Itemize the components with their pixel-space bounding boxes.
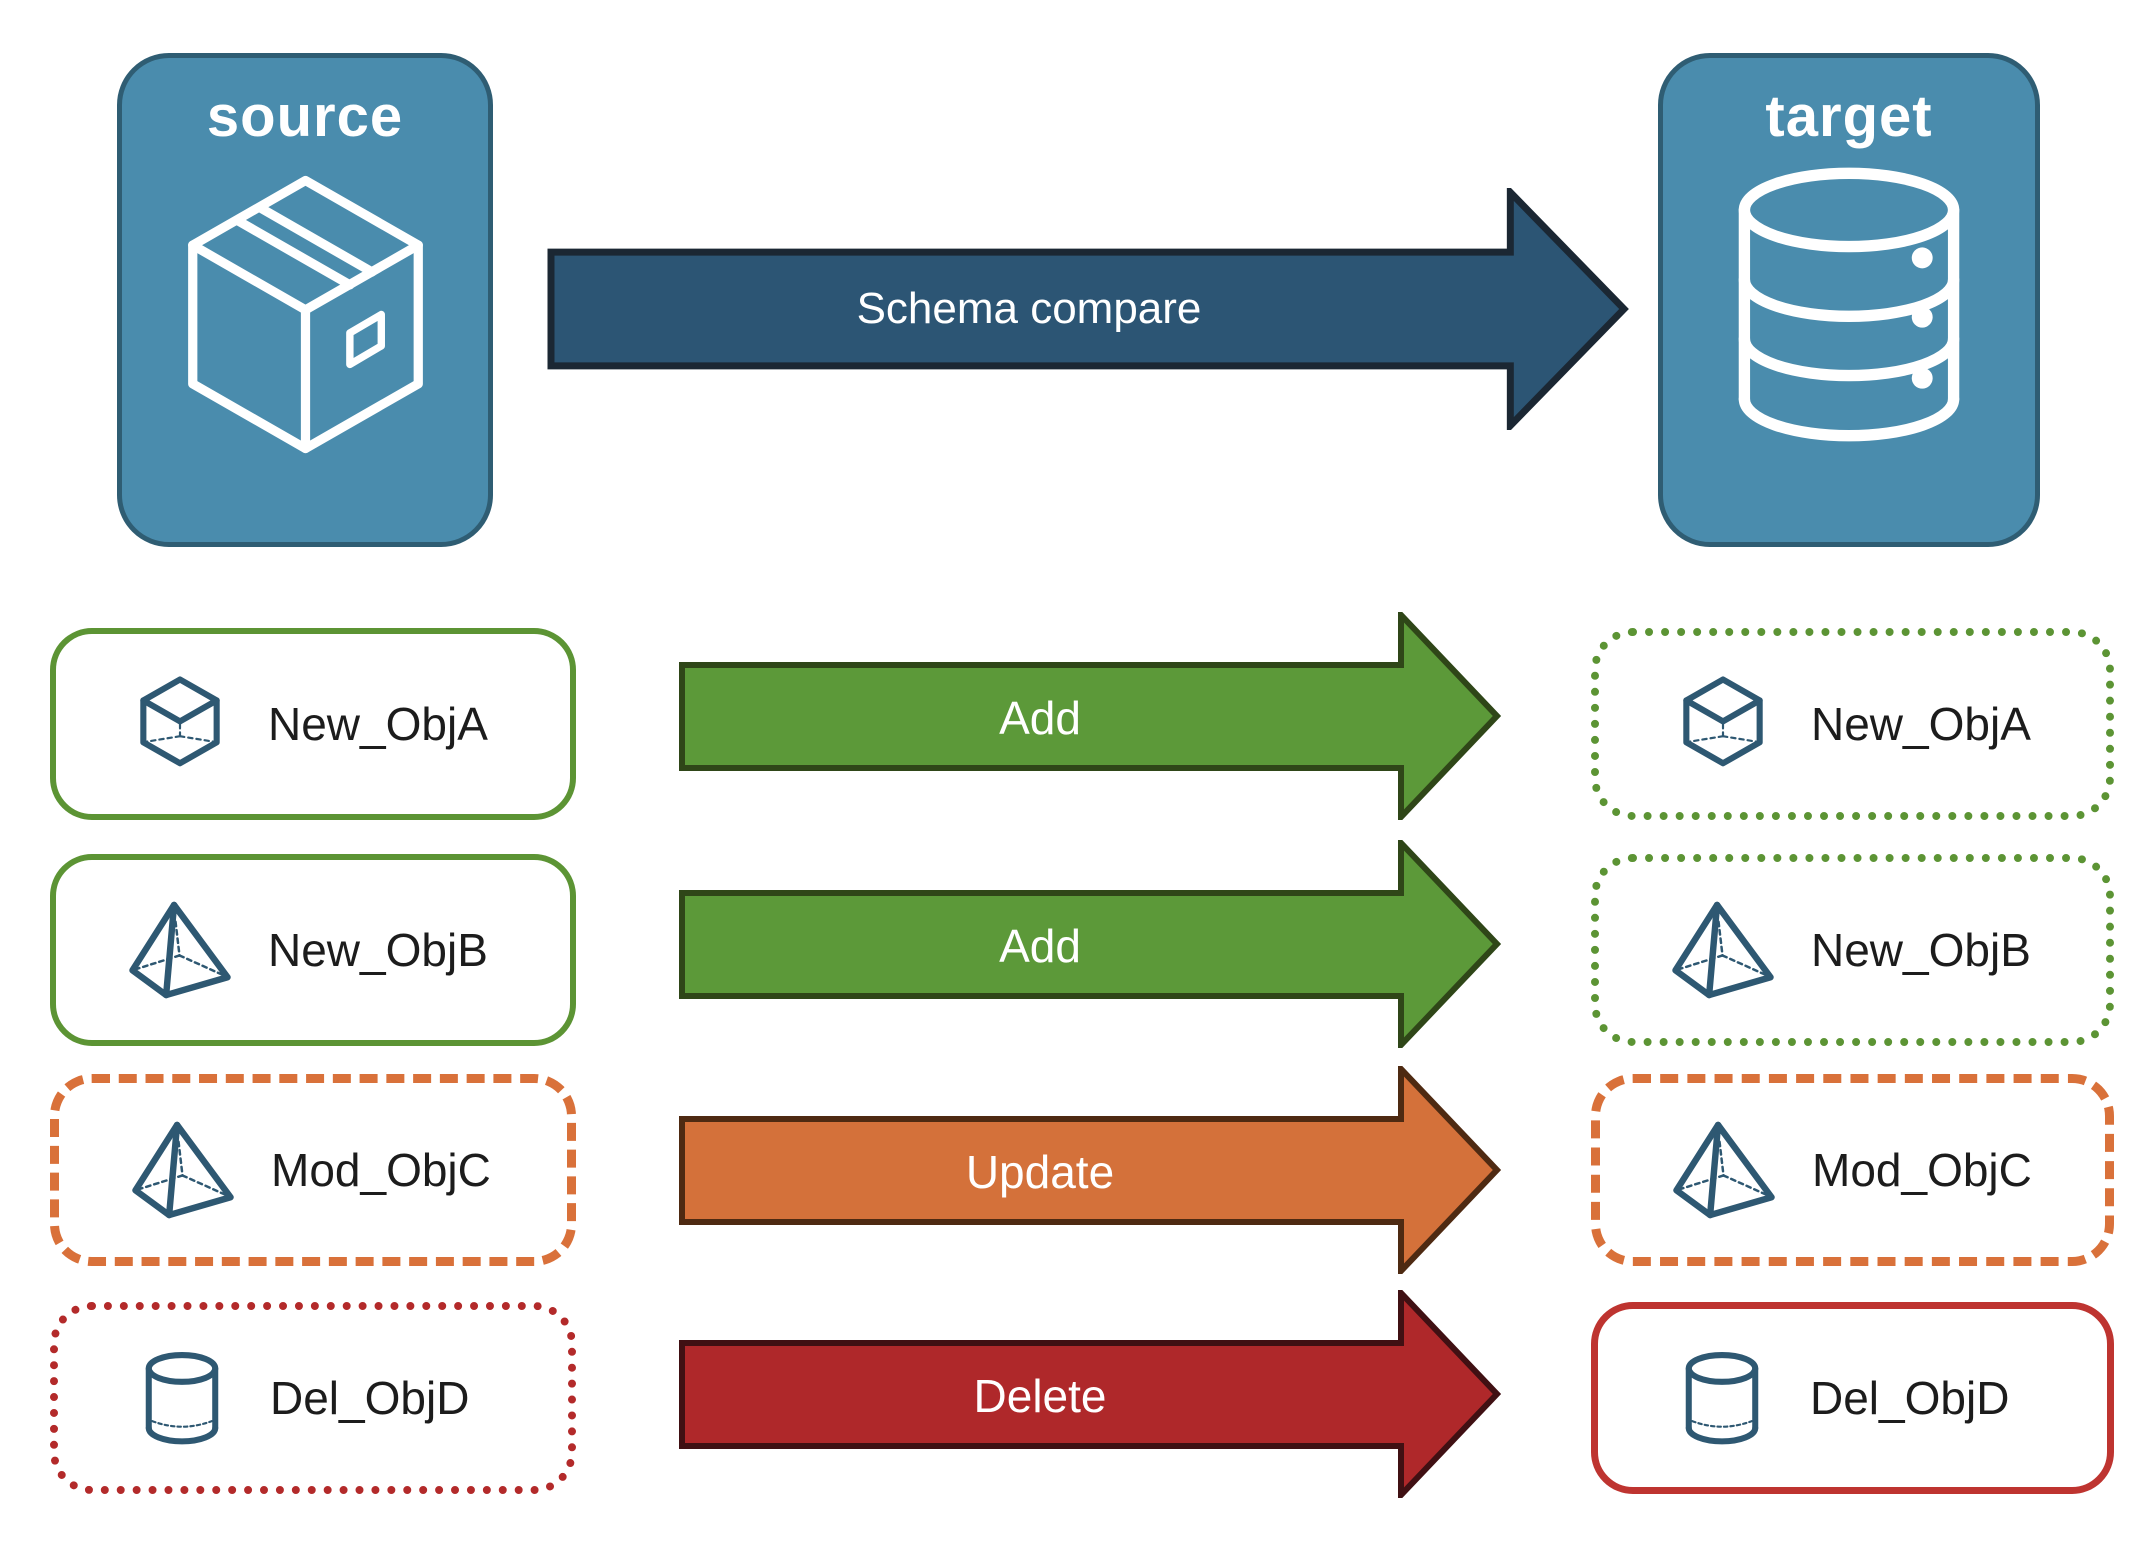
package-box-icon bbox=[187, 175, 423, 454]
source-panel-title: source bbox=[206, 84, 404, 149]
target-object-card: Mod_ObjC bbox=[1591, 1074, 2114, 1266]
object-label: Mod_ObjC bbox=[1812, 1144, 2032, 1196]
object-label: Mod_ObjC bbox=[271, 1144, 491, 1196]
schema-compare-label: Schema compare bbox=[856, 283, 1202, 333]
cube-icon bbox=[118, 671, 242, 777]
target-panel: target bbox=[1658, 53, 2040, 547]
schema-compare-arrow bbox=[547, 188, 1629, 430]
add-arrow-label: Add bbox=[999, 920, 1081, 972]
delete-arrow bbox=[679, 1290, 1501, 1498]
pyramid-icon bbox=[121, 1118, 245, 1222]
pyramid-icon bbox=[1661, 898, 1785, 1002]
object-label: New_ObjB bbox=[1811, 924, 2031, 976]
pyramid-icon bbox=[118, 898, 242, 1002]
cylinder-icon bbox=[1660, 1348, 1784, 1448]
target-object-card: New_ObjA bbox=[1591, 628, 2114, 820]
cube-icon bbox=[1661, 671, 1785, 777]
object-label: Del_ObjD bbox=[270, 1372, 470, 1424]
target-object-card: New_ObjB bbox=[1591, 854, 2114, 1046]
update-arrow bbox=[679, 1066, 1501, 1274]
add-arrow bbox=[679, 612, 1501, 820]
object-label: Del_ObjD bbox=[1810, 1372, 2010, 1424]
source-object-card: New_ObjA bbox=[50, 628, 576, 820]
delete-arrow-label: Delete bbox=[973, 1370, 1107, 1422]
object-label: New_ObjB bbox=[268, 924, 488, 976]
source-object-card: New_ObjB bbox=[50, 854, 576, 1046]
source-object-card: Del_ObjD bbox=[50, 1302, 576, 1494]
object-label: New_ObjA bbox=[1811, 698, 2031, 750]
cylinder-icon bbox=[120, 1348, 244, 1448]
database-icon bbox=[1738, 167, 1960, 442]
target-panel-title: target bbox=[1765, 84, 1933, 149]
object-label: New_ObjA bbox=[268, 698, 488, 750]
source-panel: source bbox=[117, 53, 493, 547]
update-arrow-label: Update bbox=[965, 1146, 1115, 1198]
add-arrow-label: Add bbox=[999, 692, 1081, 744]
target-object-card: Del_ObjD bbox=[1591, 1302, 2114, 1494]
pyramid-icon bbox=[1662, 1118, 1786, 1222]
add-arrow bbox=[679, 840, 1501, 1048]
source-object-card: Mod_ObjC bbox=[50, 1074, 576, 1266]
